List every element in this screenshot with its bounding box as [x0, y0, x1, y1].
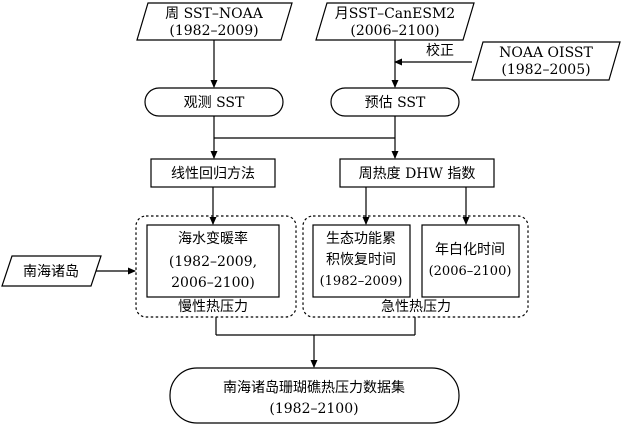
output-dataset-node: 南海诸岛珊瑚礁热压力数据集 (1982–2100): [169, 367, 460, 424]
linear-regression-label: 线性回归方法: [171, 165, 255, 182]
bleaching-time-period: (2006–2100): [429, 264, 512, 279]
acute-heat-stress-group: 生态功能累 积恢复时间 (1982–2009) 年白化时间 (2006–2100…: [302, 215, 529, 318]
linear-regression-method-box: 线性回归方法: [150, 158, 276, 188]
forecast-sst-node: 预估 SST: [330, 87, 460, 117]
south-sea-islands-input: 南海诸岛: [1, 255, 102, 287]
forecast-sst-label: 预估 SST: [365, 95, 426, 111]
monthly-sst-period: (2006–2100): [350, 23, 439, 39]
south-sea-islands-label: 南海诸岛: [23, 264, 79, 280]
chronic-heat-stress-group: 海水变暖率 (1982–2009, 2006–2100) 慢性热压力: [135, 215, 297, 318]
calibration-label: 校正: [426, 42, 454, 59]
warming-rate-title: 海水变暖率: [178, 230, 248, 247]
warming-rate-period-1: (1982–2009,: [169, 254, 257, 270]
monthly-sst-title: 月SST–CanESM2: [335, 6, 455, 22]
bleaching-time-box: [421, 224, 520, 298]
output-dataset-title: 南海诸岛珊瑚礁热压力数据集: [223, 379, 405, 396]
observed-sst-label: 观测 SST: [184, 95, 245, 111]
noaa-oisst-input: NOAA OISST (1982–2005): [471, 41, 621, 81]
weekly-sst-period: (1982–2009): [169, 23, 258, 39]
dhw-index-label: 周热度 DHW 指数: [359, 166, 476, 182]
noaa-oisst-period: (1982–2005): [501, 62, 590, 78]
bleaching-time-title: 年白化时间: [435, 242, 505, 258]
recovery-time-period: (1982–2009): [320, 274, 403, 289]
recovery-time-box: [312, 224, 411, 298]
warming-rate-period-2: 2006–2100): [171, 275, 255, 291]
output-dataset-period: (1982–2100): [269, 401, 358, 417]
noaa-oisst-title: NOAA OISST: [499, 45, 593, 61]
chronic-heat-stress-label: 慢性热压力: [178, 298, 248, 315]
observed-sst-node: 观测 SST: [144, 87, 284, 117]
dhw-index-method-box: 周热度 DHW 指数: [339, 158, 495, 188]
recovery-time-line-2: 积恢复时间: [326, 251, 396, 268]
acute-heat-stress-label: 急性热压力: [381, 299, 451, 315]
monthly-sst-canesm2-input: 月SST–CanESM2 (2006–2100): [315, 2, 475, 41]
recovery-time-line-1: 生态功能累: [326, 231, 396, 247]
weekly-sst-noaa-input: 周 SST–NOAA (1982–2009): [136, 2, 293, 41]
weekly-sst-title: 周 SST–NOAA: [165, 6, 264, 22]
